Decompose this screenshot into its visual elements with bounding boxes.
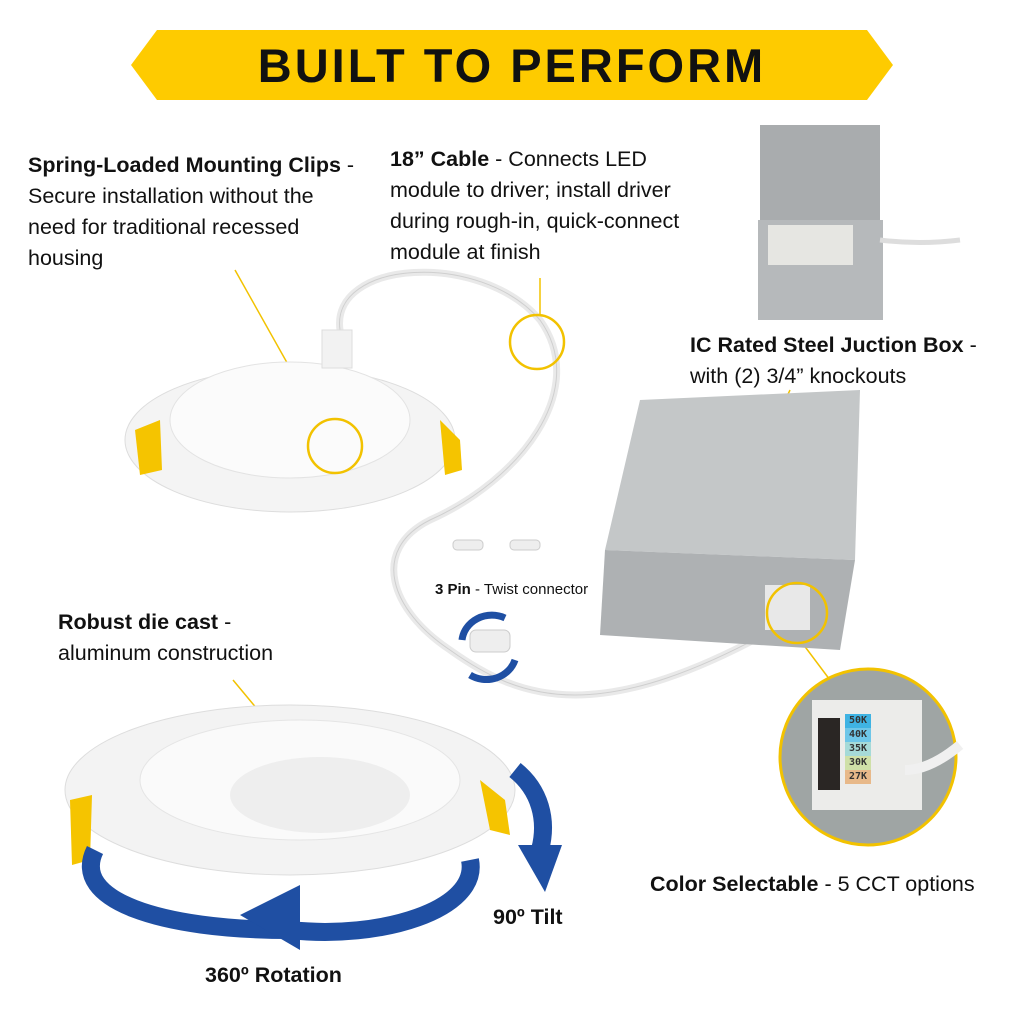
callout-title: 90º Tilt [493,905,563,929]
callout-mounting-clips: Spring-Loaded Mounting Clips - Secure in… [28,150,358,274]
cct-option: 40K [845,728,871,742]
cct-option: 50K [845,714,871,728]
callout-title: Robust die cast [58,610,219,634]
open-junction-box [758,125,961,320]
banner-shape [131,30,893,100]
callout-cable: 18” Cable - Connects LED module to drive… [390,144,720,268]
twist-connector [452,539,541,684]
callout-desc: - aluminum construction [58,610,274,665]
highlight-circles [306,313,829,645]
callout-desc: - Twist connector [470,581,589,598]
callout-desc: - Connects LED module to driver; install… [390,147,680,264]
callout-title: 3 Pin [435,581,471,598]
callout-rotation: 360º Rotation [205,960,342,991]
tilt-arrow [509,762,562,892]
callout-title: Spring-Loaded Mounting Clips [28,153,341,177]
callout-title: 18” Cable [390,147,490,171]
callout-tilt: 90º Tilt [493,902,563,933]
callout-desc: - Secure installation without the need f… [28,153,355,270]
callout-die-cast: Robust die cast - aluminum construction [58,607,318,669]
callout-junction-box: IC Rated Steel Juction Box - with (2) 3/… [690,330,1020,392]
callout-desc: - with (2) 3/4” knockouts [690,333,977,388]
banner-title: BUILT TO PERFORM [257,38,767,92]
callout-title: Color Selectable [650,872,819,896]
callout-desc: - 5 CCT options [818,872,975,896]
callout-title: 360º Rotation [205,963,342,987]
cct-option: 30K [845,756,871,770]
callout-3-pin: 3 Pin - Twist connector [435,574,588,605]
cct-option: 35K [845,742,871,756]
canless-downlight [124,329,462,513]
rotation-arrow [81,845,480,950]
steel-junction-box [600,390,860,650]
cct-option: 27K [845,770,871,784]
callout-color-selectable: Color Selectable - 5 CCT options [650,869,975,900]
callout-title: IC Rated Steel Juction Box [690,333,964,357]
gimbal-downlight [64,704,516,876]
